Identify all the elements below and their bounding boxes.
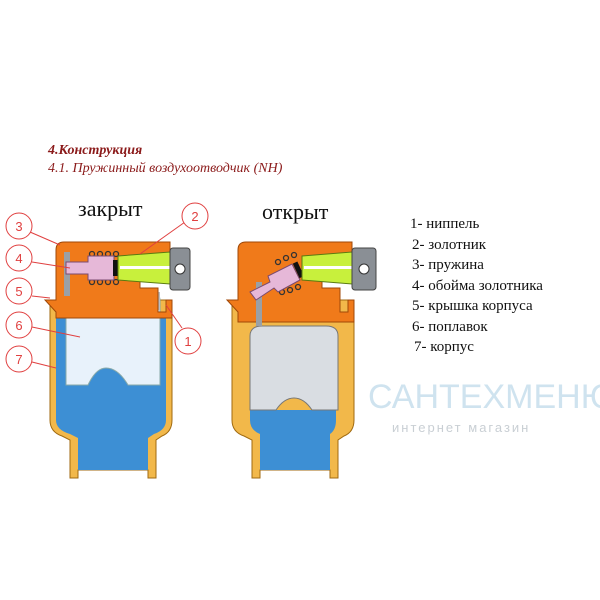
legend-item: 3- пружина bbox=[412, 257, 484, 273]
callout-6: 6 bbox=[5, 311, 33, 339]
water-open bbox=[250, 410, 336, 470]
callout-2: 2 bbox=[181, 202, 209, 230]
lever-open bbox=[256, 282, 262, 326]
retainer-closed bbox=[65, 255, 115, 281]
callout-4: 4 bbox=[5, 244, 33, 272]
legend-item: 7- корпус bbox=[414, 339, 474, 355]
callout-5: 5 bbox=[5, 277, 33, 305]
callout-leaders bbox=[29, 221, 186, 369]
label-closed: закрыт bbox=[78, 196, 143, 221]
callout-1: 1 bbox=[174, 327, 202, 355]
watermark-tagline: интернет магазин bbox=[392, 420, 531, 435]
float-open bbox=[249, 325, 339, 411]
retainer-open bbox=[249, 263, 301, 301]
open-valve bbox=[225, 241, 377, 479]
legend-item: 6- поплавок bbox=[412, 318, 488, 335]
svg-text:1: 1 bbox=[184, 334, 191, 349]
spool-open bbox=[292, 261, 305, 279]
svg-text:5: 5 bbox=[15, 284, 22, 299]
parts-legend: 1- ниппель 2- золотник 3- пружина 4- обо… bbox=[410, 214, 543, 358]
spring-open bbox=[274, 251, 302, 296]
spool-closed bbox=[113, 260, 118, 276]
svg-text:6: 6 bbox=[15, 318, 22, 333]
label-open: открыт bbox=[262, 199, 329, 224]
legend-item: 1- ниппель bbox=[410, 216, 480, 232]
legend-item: 4- обойма золотника bbox=[412, 277, 543, 294]
legend-item: 2- золотник bbox=[412, 236, 487, 253]
callout-7: 7 bbox=[5, 345, 33, 373]
svg-text:2: 2 bbox=[191, 209, 198, 224]
section-subheading: 4.1. Пружинный воздухоотводчик (NH) bbox=[48, 161, 283, 176]
svg-text:7: 7 bbox=[15, 352, 22, 367]
section-heading: 4.Конструкция bbox=[48, 143, 143, 158]
closed-valve bbox=[43, 241, 191, 479]
legend-item: 5- крышка корпуса bbox=[412, 298, 533, 314]
watermark-brand: САНТЕХМЕНЮ bbox=[368, 378, 600, 416]
callout-3: 3 bbox=[5, 212, 33, 240]
svg-text:4: 4 bbox=[15, 251, 22, 266]
svg-text:3: 3 bbox=[15, 219, 22, 234]
